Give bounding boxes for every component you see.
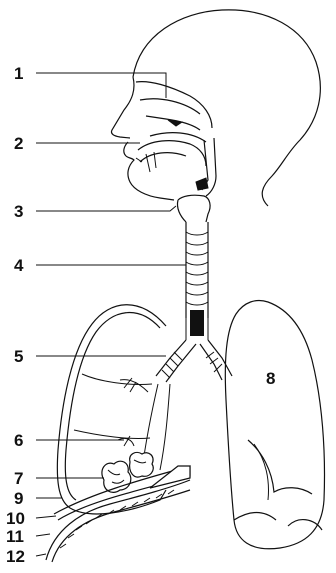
label-12: 12 — [6, 547, 25, 566]
label-5: 5 — [14, 347, 23, 366]
epiglottis — [196, 178, 208, 190]
nasal-cavity — [136, 82, 212, 142]
label-1: 1 — [14, 64, 23, 83]
bronchi — [156, 340, 232, 382]
label-3: 3 — [14, 202, 23, 221]
label-10: 10 — [6, 509, 25, 528]
right-lung — [225, 301, 324, 549]
arrow-icon — [168, 120, 182, 126]
trachea-inner — [190, 310, 204, 336]
label-6: 6 — [14, 431, 23, 450]
label-11: 11 — [6, 527, 24, 546]
trachea — [186, 222, 208, 340]
left-lung — [57, 305, 170, 514]
larynx — [177, 195, 210, 222]
label-9: 9 — [14, 489, 23, 508]
label-8: 8 — [266, 369, 275, 388]
label-7: 7 — [14, 469, 23, 488]
label-2: 2 — [14, 134, 23, 153]
oral-cavity — [136, 138, 216, 196]
alveoli-cluster-2 — [130, 452, 154, 477]
label-4: 4 — [14, 256, 24, 275]
